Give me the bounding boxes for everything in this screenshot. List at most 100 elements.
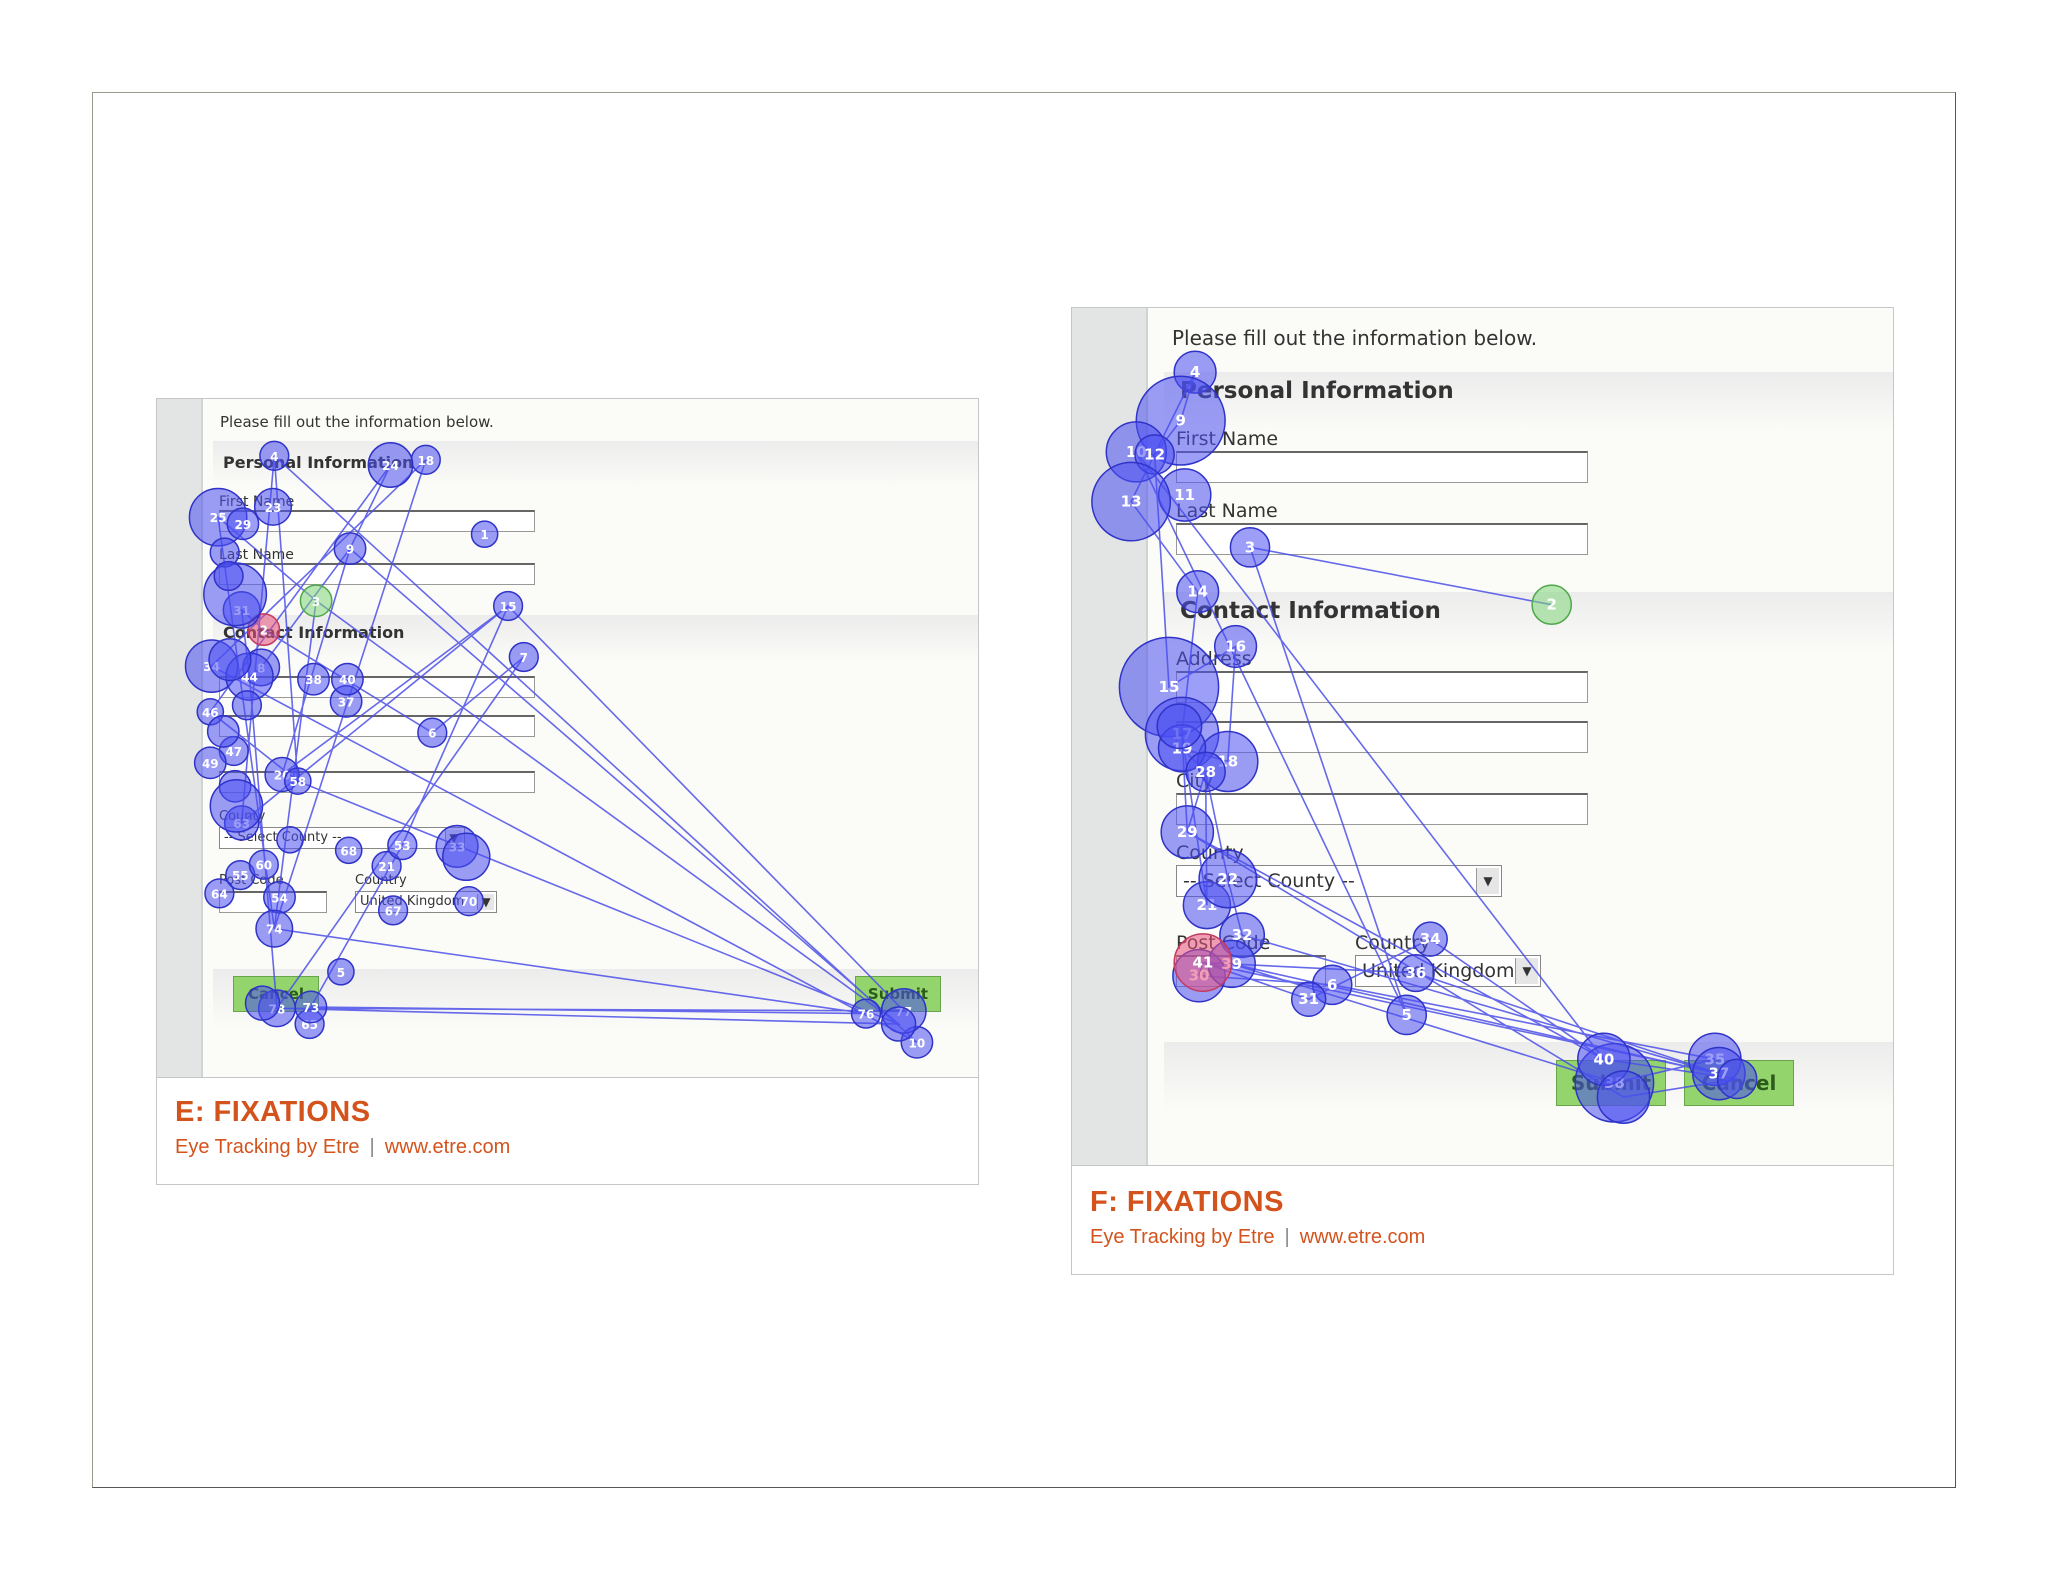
address-line1-field[interactable] bbox=[1176, 671, 1588, 703]
chevron-down-icon: ▼ bbox=[1476, 868, 1499, 894]
fixation-circle bbox=[330, 662, 364, 696]
slide-frame bbox=[92, 92, 1956, 1488]
fixation-number: 6 bbox=[428, 727, 436, 741]
fixation-number: 36 bbox=[1405, 964, 1426, 982]
fixation-circle bbox=[371, 850, 402, 882]
fixation-circle bbox=[248, 849, 279, 880]
fixation-number: 31 bbox=[1298, 990, 1319, 1008]
fixation-circle bbox=[327, 957, 355, 986]
fixation-number: 4 bbox=[270, 450, 278, 464]
fixation-circle bbox=[299, 584, 333, 618]
contact-band bbox=[1164, 592, 1893, 652]
fixation-circle bbox=[244, 985, 281, 1021]
fixation-number: 3 bbox=[1245, 538, 1255, 556]
fixation-number: 49 bbox=[202, 757, 219, 771]
panel-e-caption-title: E: FIXATIONS bbox=[175, 1096, 371, 1128]
fixation-circle bbox=[255, 909, 294, 948]
fixation-number: 60 bbox=[255, 859, 272, 873]
fixation-number: 47 bbox=[225, 745, 242, 759]
caption-separator: | bbox=[369, 1136, 375, 1158]
panel-e-caption-url[interactable]: www.etre.com bbox=[384, 1136, 511, 1158]
fixation-number: 5 bbox=[1401, 1006, 1411, 1024]
fixation-circle bbox=[850, 998, 882, 1029]
fixation-circle bbox=[367, 442, 414, 488]
fixation-circle bbox=[204, 878, 235, 909]
scan-path bbox=[209, 453, 918, 1044]
fixation-number: 7 bbox=[520, 651, 528, 665]
fixation-number: 68 bbox=[340, 844, 357, 858]
fixation-circle bbox=[333, 532, 367, 566]
fixation-circle bbox=[276, 825, 304, 854]
first-name-field[interactable] bbox=[1176, 451, 1588, 483]
fixation-circle bbox=[334, 836, 363, 865]
fixation-number: 41 bbox=[1192, 954, 1213, 972]
fixation-circle bbox=[297, 662, 330, 696]
fixation-circle bbox=[470, 520, 499, 549]
fixation-number: 73 bbox=[303, 1001, 320, 1015]
personal-band bbox=[213, 441, 978, 487]
fixation-number: 6 bbox=[1327, 976, 1337, 994]
personal-heading: Personal Information bbox=[1180, 378, 1454, 404]
fixation-number: 9 bbox=[346, 543, 354, 557]
fixation-number: 37 bbox=[338, 695, 355, 709]
form-intro: Please fill out the information below. bbox=[1172, 326, 1538, 350]
fixation-number: 2 bbox=[1546, 596, 1556, 614]
fixation-number: 5 bbox=[337, 966, 345, 980]
fixation-number: 22 bbox=[1217, 870, 1238, 888]
fixation-circle bbox=[213, 560, 244, 592]
fixation-number: 13 bbox=[1121, 493, 1142, 511]
fixation-circle bbox=[377, 895, 409, 926]
fixation-circle bbox=[208, 637, 252, 682]
fixation-number: 29 bbox=[1177, 823, 1198, 841]
fixation-circle bbox=[1091, 461, 1172, 542]
fixation-circle bbox=[209, 779, 264, 833]
fixation-circle bbox=[1176, 570, 1220, 614]
fixation-circle bbox=[193, 746, 227, 780]
fixation-circle bbox=[1185, 751, 1226, 793]
fixation-circle bbox=[1160, 805, 1215, 859]
fixation-circle bbox=[253, 487, 293, 526]
fixation-circle bbox=[453, 886, 485, 917]
fixation-circle bbox=[259, 440, 290, 471]
fixation-number: 55 bbox=[232, 869, 249, 883]
panel-f-caption-brand: Eye Tracking by Etre bbox=[1090, 1226, 1275, 1248]
fixation-number: 1 bbox=[480, 528, 488, 542]
fixation-circle bbox=[1198, 849, 1258, 909]
contact-band bbox=[213, 615, 978, 661]
panel-f-caption-url[interactable]: www.etre.com bbox=[1299, 1226, 1426, 1248]
panel-f-caption-title: F: FIXATIONS bbox=[1090, 1186, 1284, 1218]
fixation-circle bbox=[1290, 981, 1327, 1017]
fixation-circle bbox=[1596, 1070, 1651, 1124]
fixation-number: 46 bbox=[202, 706, 219, 720]
fixation-circle bbox=[1396, 954, 1435, 993]
fixation-circle bbox=[1412, 921, 1448, 957]
fixation-number: 67 bbox=[385, 904, 402, 918]
fixation-number: 2 bbox=[260, 624, 268, 638]
fixation-circle bbox=[283, 767, 312, 795]
fixation-number: 10 bbox=[909, 1036, 926, 1050]
panel-f-caption: F: FIXATIONS Eye Tracking by Etre | www.et… bbox=[1072, 1165, 1893, 1274]
fixation-number: 58 bbox=[289, 775, 306, 789]
fixation-number: 40 bbox=[1593, 1050, 1614, 1068]
fixation-number: 38 bbox=[305, 673, 322, 687]
fixation-number: 23 bbox=[265, 501, 282, 515]
fixation-circle bbox=[387, 829, 418, 861]
fixation-number: 15 bbox=[500, 600, 517, 614]
fixation-circle bbox=[1156, 703, 1203, 750]
fixation-circle bbox=[1531, 584, 1573, 626]
fixation-number: 74 bbox=[266, 923, 283, 937]
fixation-circle bbox=[1716, 1058, 1758, 1100]
fixation-circle bbox=[231, 690, 263, 721]
fixation-number: 76 bbox=[858, 1008, 875, 1022]
fixation-number: 29 bbox=[235, 518, 252, 532]
fixation-number: 25 bbox=[210, 511, 227, 525]
fixation-number: 3 bbox=[312, 595, 320, 609]
fixation-number: 14 bbox=[1187, 583, 1208, 601]
fixation-number: 24 bbox=[382, 459, 399, 473]
personal-band bbox=[1164, 372, 1893, 432]
panel-e-caption-sub: Eye Tracking by Etre|www.etre.com bbox=[175, 1136, 510, 1159]
fixation-number: 16 bbox=[1225, 638, 1246, 656]
fixation-number: 21 bbox=[378, 860, 395, 874]
caption-separator: | bbox=[1284, 1226, 1290, 1248]
